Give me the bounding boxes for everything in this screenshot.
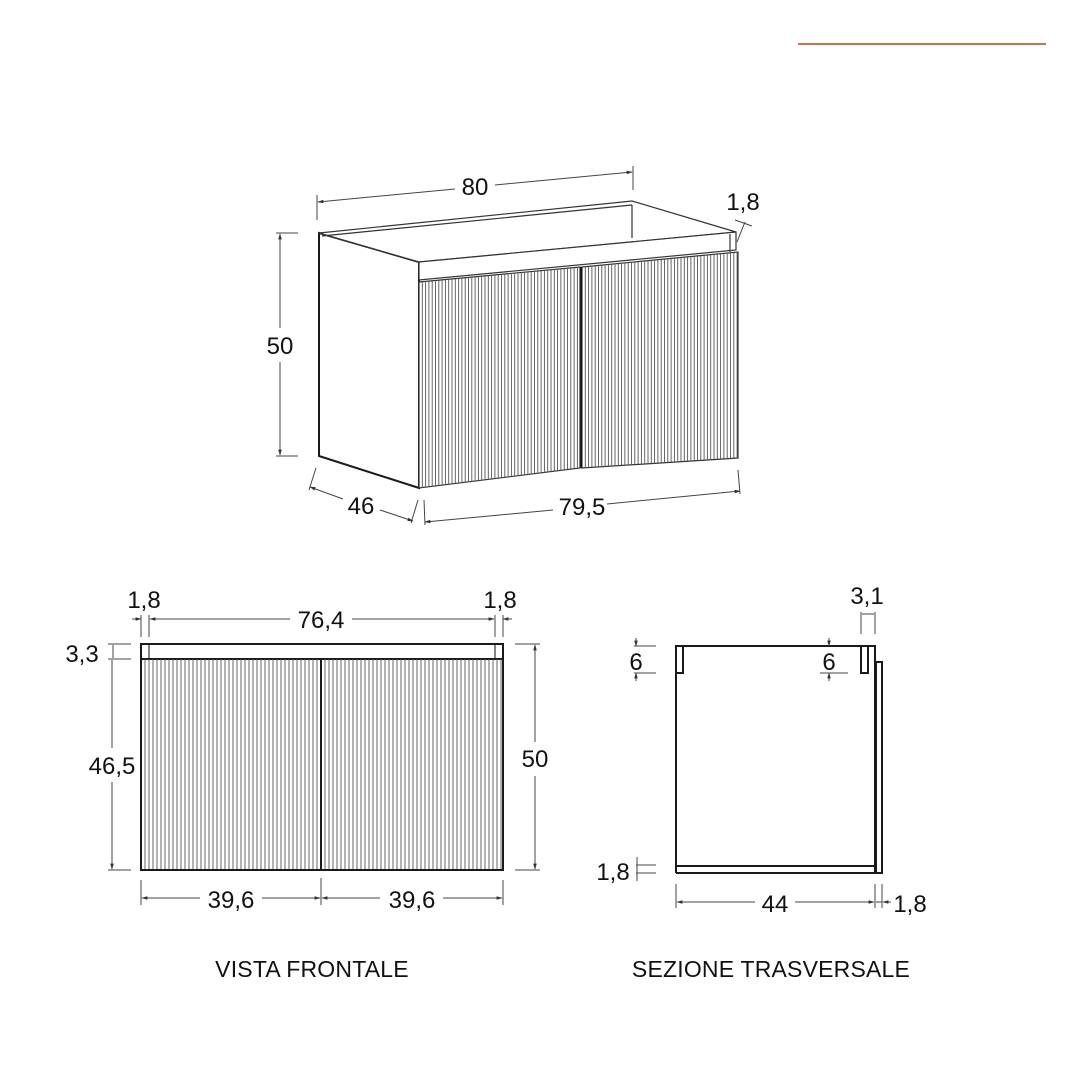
dim-front-left-side: 1,8: [127, 587, 161, 637]
front-top-rail: [140, 643, 504, 660]
dim-label-door-height: 46,5: [89, 753, 136, 780]
dim-iso-front-width: 79,5: [423, 469, 741, 526]
iso-front-rail: [418, 231, 737, 281]
section-door: [875, 661, 883, 874]
dim-label-depth: 44: [762, 891, 789, 918]
iso-side-panel: [318, 231, 420, 490]
section-carcass: [675, 645, 876, 874]
dim-label-bottom: 1,8: [596, 859, 629, 886]
dim-label-inner-width: 76,4: [298, 607, 345, 634]
cross-section-caption: SEZIONE TRASVERSALE: [632, 956, 910, 982]
dim-section-door: 1,8: [876, 884, 927, 918]
dim-front-left-door: 39,6: [140, 878, 322, 914]
dim-label-left-door: 39,6: [208, 887, 255, 914]
dim-label-right-side: 1,8: [483, 587, 516, 614]
section-front-rail: [860, 645, 869, 674]
dim-label-front-width: 79,5: [559, 494, 606, 521]
dim-label-edge: 1,8: [726, 189, 759, 216]
dim-section-back-rail: 6: [629, 638, 656, 681]
dim-iso-height: 50: [267, 232, 298, 457]
isometric-view: 80 1,8 50 46 79,5: [267, 166, 760, 526]
dim-section-bottom: 1,8: [596, 857, 656, 886]
dim-label-top-rail: 3,3: [65, 641, 98, 668]
iso-top-inner-back: [321, 204, 633, 237]
dim-label-front-rail: 6: [822, 649, 835, 676]
dim-iso-edge: 1,8: [726, 189, 760, 243]
front-door-left: [140, 658, 322, 871]
section-back-rail: [675, 645, 684, 674]
dim-front-right-side: 1,8: [483, 587, 517, 637]
front-view: 1,8 76,4 1,8 3,3 46,5: [65, 587, 548, 982]
accent-rule: [798, 43, 1046, 45]
dim-iso-width: 80: [316, 166, 634, 220]
dim-front-right-door: 39,6: [321, 880, 504, 914]
dim-front-door-height: 46,5: [89, 660, 136, 871]
dim-label-back-rail: 6: [629, 649, 642, 676]
dim-section-gap: 3,1: [850, 583, 884, 634]
dim-label-depth: 46: [348, 493, 375, 520]
front-view-caption: VISTA FRONTALE: [215, 956, 409, 982]
dim-section-depth: 44: [675, 884, 876, 918]
dim-front-top-rail: 3,3: [65, 641, 131, 668]
iso-door-left: [418, 266, 581, 489]
dim-front-total-height: 50: [515, 643, 549, 871]
front-door-right: [320, 658, 504, 871]
cross-section-view: 6 6 3,1 1,8 44: [596, 583, 926, 982]
dim-label-gap: 3,1: [850, 583, 883, 610]
dim-label-door: 1,8: [893, 891, 926, 918]
dim-section-front-rail: 6: [820, 638, 848, 681]
dim-label-height: 50: [267, 333, 294, 360]
dim-front-inner-width: 76,4: [149, 607, 495, 634]
dim-iso-depth: 46: [308, 467, 419, 524]
dim-label-total-height: 50: [522, 746, 549, 773]
dim-label-left-side: 1,8: [127, 587, 160, 614]
dim-label-width: 80: [462, 174, 489, 201]
dim-label-right-door: 39,6: [389, 887, 436, 914]
iso-door-right: [581, 251, 739, 469]
